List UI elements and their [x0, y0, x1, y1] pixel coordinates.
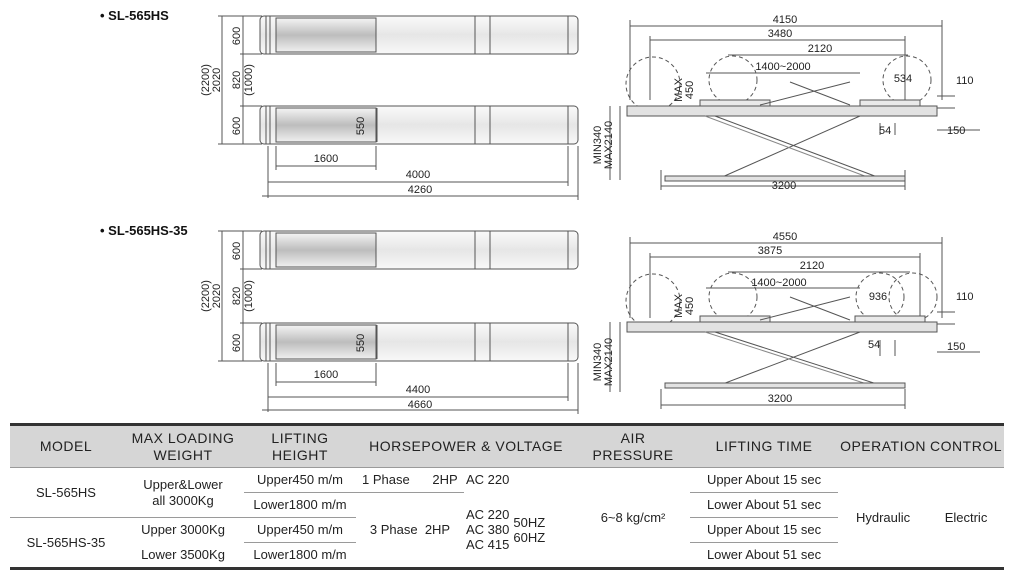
dim-ramp-length: 150 — [947, 341, 965, 353]
dim-width-total: (2200) — [200, 280, 212, 312]
cell-weight-2a: Upper 3000Kg — [141, 522, 225, 538]
dim-ramp-height: 110 — [956, 291, 974, 303]
header-air-pressure: AIR PRESSURE — [576, 423, 691, 468]
dim-step: 54 — [868, 339, 880, 351]
dim-runway-width: 600 — [231, 27, 243, 45]
cell-air-pressure: 6~8 kg/cm² — [576, 467, 691, 570]
header-control: CONTROL — [928, 423, 1004, 468]
plan-labels-2: (2200) 2020 600 820 (1000) 600 550 1600 … — [200, 242, 432, 411]
dim-runway-width-2: 600 — [231, 117, 243, 135]
dim-base: 3200 — [768, 393, 792, 405]
dim-gap: 820 — [231, 287, 243, 305]
dim-height-min: MIN340 — [592, 343, 604, 382]
cell-time-1b: Lower About 51 sec — [690, 492, 839, 518]
cell-ac-3-values: AC 220 AC 380 AC 415 — [466, 507, 510, 553]
cell-ac-1: AC 220 — [466, 472, 510, 488]
cell-time-2a: Upper About 15 sec — [690, 517, 839, 543]
dim-ramp-height: 110 — [956, 75, 974, 87]
header-max-loading-weight: MAX LOADING WEIGHT — [122, 423, 244, 468]
cell-hp-1: 2HP — [426, 467, 464, 493]
dim-gap-alt: (1000) — [243, 64, 255, 96]
cell-height-2b: Lower1800 m/m — [244, 542, 356, 570]
dim-width-inner: 2020 — [211, 68, 223, 92]
table-row: Lower1800 m/m 3 Phase 2HP AC 220 AC 380 … — [10, 492, 1004, 570]
platform — [626, 105, 938, 117]
header-lifting-height: LIFTING HEIGHT — [244, 423, 356, 468]
dim-width-inner: 2020 — [211, 284, 223, 308]
side-labels-1: 4150 3480 2120 1400~2000 MAX450 534 MIN3… — [592, 14, 974, 192]
dim-runway-width-2: 600 — [231, 334, 243, 352]
header-horsepower-voltage: HORSEPOWER & VOLTAGE — [356, 423, 577, 468]
header-lifting-time: LIFTING TIME — [690, 423, 839, 468]
header-operation: OPERATION — [838, 423, 929, 468]
dim-step: 54 — [879, 125, 891, 137]
plan-labels-1: (2200) 2020 600 820 (1000) 600 550 1600 … — [200, 27, 432, 196]
dim-overall: 4150 — [773, 14, 797, 26]
dim-max-raise: MAX450 — [673, 293, 696, 318]
dim-width-total: (2200) — [200, 64, 212, 96]
dim-plate-length: 1600 — [314, 153, 338, 165]
cell-phase-3: 3 Phase — [369, 522, 418, 537]
dim-height-max: MAX2140 — [603, 121, 615, 169]
dim-runway-width: 600 — [231, 242, 243, 260]
cell-height-2a: Upper450 m/m — [244, 517, 356, 543]
table-row: Lower 3500Kg Lower1800 m/m Lower About 5… — [10, 542, 1004, 570]
side-labels-2: 4550 3875 2120 1400~2000 MAX450 936 MIN3… — [592, 231, 974, 405]
dim-wheelbase-range: 1400~2000 — [755, 61, 810, 73]
side-view-1 — [609, 20, 980, 190]
technical-drawing: (2200) 2020 600 820 (1000) 600 550 1600 … — [200, 14, 980, 414]
dim-base: 3200 — [772, 180, 796, 192]
dim-wheelbase-range: 1400~2000 — [751, 277, 806, 289]
cell-frequency: 50HZ 60HZ — [513, 514, 546, 545]
dim-overall: 4550 — [773, 231, 797, 243]
dim-platform: 3480 — [768, 28, 792, 40]
dim-total-length: 4660 — [408, 399, 432, 411]
cell-model-2: SL-565HS-35 — [10, 517, 122, 570]
dim-plate-length: 1600 — [314, 369, 338, 381]
dim-plate-offset: 534 — [894, 73, 912, 85]
dim-platform: 3875 — [758, 245, 782, 257]
cell-model-1: SL-565HS — [10, 467, 122, 518]
model-title-2: • SL-565HS-35 — [100, 223, 188, 238]
plan-view-2 — [218, 230, 579, 414]
cell-time-2b: Lower About 51 sec — [690, 542, 839, 570]
cell-weight-1: Upper&Lower all 3000Kg — [122, 467, 244, 518]
dim-wheelbase: 2120 — [800, 260, 824, 272]
dim-wheelbase: 2120 — [808, 43, 832, 55]
bottom-plate — [275, 107, 377, 143]
dim-plate-offset: 936 — [869, 291, 887, 303]
wheel-front-left — [625, 56, 681, 112]
cell-phase-3-group: 3 Phase 2HP — [356, 492, 464, 570]
dim-gap-alt: (1000) — [243, 280, 255, 312]
dim-gap: 820 — [231, 71, 243, 89]
cell-height-1b: Lower1800 m/m — [244, 492, 356, 518]
cell-time-1a: Upper About 15 sec — [690, 467, 839, 493]
top-plate — [275, 17, 377, 53]
dim-plate-width: 550 — [355, 117, 367, 135]
dim-plate-width: 550 — [355, 334, 367, 352]
side-view-2 — [609, 237, 980, 409]
spec-table: MODEL MAX LOADING WEIGHT LIFTING HEIGHT … — [10, 423, 1004, 570]
cell-phase-1: 1 Phase — [356, 467, 426, 493]
dim-runway-length: 4000 — [406, 169, 430, 181]
cell-height-1a: Upper450 m/m — [244, 467, 356, 493]
model-title-1: • SL-565HS — [100, 8, 169, 23]
dim-max-raise: MAX450 — [673, 77, 696, 102]
dim-ramp-length: 150 — [947, 125, 965, 137]
dim-height-min: MIN340 — [592, 126, 604, 165]
cell-control: Electric — [928, 467, 1004, 570]
header-model: MODEL — [10, 423, 122, 468]
cell-operation: Hydraulic — [838, 467, 929, 570]
dim-height-max: MAX2140 — [603, 338, 615, 386]
plan-view-1 — [218, 15, 579, 200]
dim-total-length: 4260 — [408, 184, 432, 196]
spec-header-row: MODEL MAX LOADING WEIGHT LIFTING HEIGHT … — [10, 423, 1004, 468]
cell-weight-2b: Lower 3500Kg — [122, 542, 244, 570]
table-row: SL-565HS Upper&Lower all 3000Kg Upper450… — [10, 467, 1004, 570]
dim-runway-length: 4400 — [406, 384, 430, 396]
table-row: SL-565HS-35 Upper 3000Kg Upper450 m/m Up… — [10, 517, 1004, 570]
cell-hp-3: 2HP — [424, 522, 451, 537]
wheel-front — [708, 55, 758, 105]
